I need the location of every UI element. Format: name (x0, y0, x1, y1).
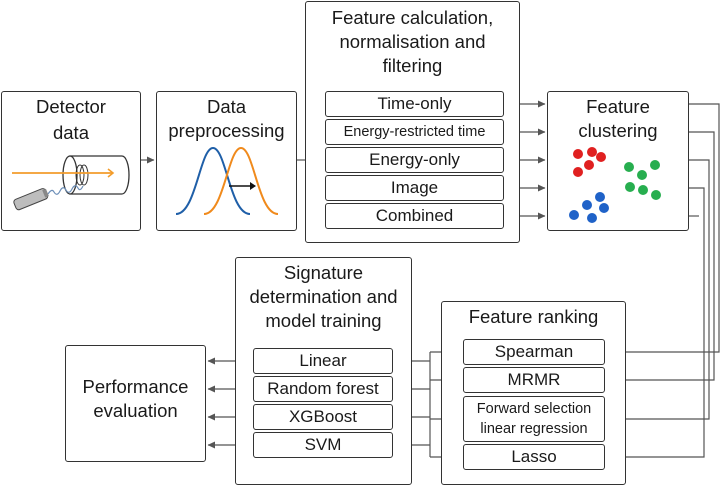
performance-evaluation-box (65, 345, 206, 462)
feature-calc-title-line2: normalisation and (339, 31, 486, 52)
preprocessing-title-line1: Data (206, 96, 247, 117)
wire-cluster-to-mrmr (606, 131, 715, 384)
wire-cluster-to-forward (606, 159, 710, 423)
model-svm: SVM (253, 432, 393, 458)
preprocessing-box (156, 91, 297, 231)
ranking-spearman: Spearman (463, 339, 605, 365)
wire-cluster-to-lasso (606, 187, 705, 461)
forward-selection-line1: Forward selection (476, 401, 592, 417)
evaluation-title-line1: Performance (82, 376, 189, 397)
signature-title-line1: Signature (283, 262, 364, 283)
feature-energy-only: Energy-only (325, 147, 504, 173)
detector-title-line2: data (52, 122, 89, 143)
forward-selection-line2: linear regression (480, 421, 588, 437)
model-linear: Linear (253, 348, 393, 374)
clustering-title-line2: clustering (578, 120, 658, 141)
model-random-forest: Random forest (253, 376, 393, 402)
cluster-dots-icon (569, 147, 661, 223)
signature-title-line3: model training (265, 310, 382, 331)
feature-clustering-box (547, 91, 689, 231)
feature-time-only: Time-only (325, 91, 504, 117)
ranking-forward-selection: Forward selection linear regression (463, 396, 605, 442)
gaussian-shift-icon (175, 146, 279, 215)
model-xgboost: XGBoost (253, 404, 393, 430)
feature-image: Image (325, 175, 504, 201)
preprocessing-title-line2: preprocessing (168, 120, 285, 141)
ranking-title: Feature ranking (468, 306, 599, 327)
ranking-lasso: Lasso (463, 444, 605, 470)
evaluation-title-line2: evaluation (93, 400, 178, 421)
detector-icon (12, 155, 130, 211)
feature-calc-title-line1: Feature calculation, (331, 7, 494, 28)
clustering-title-line1: Feature (586, 96, 650, 117)
feature-combined: Combined (325, 203, 504, 229)
ranking-mrmr: MRMR (463, 367, 605, 393)
wire-cluster-to-spearman (606, 103, 720, 356)
feature-calc-title-line3: filtering (382, 55, 443, 76)
signature-title-line2: determination and (249, 286, 398, 307)
detector-title-line1: Detector (36, 96, 106, 117)
feature-energy-restricted-time: Energy-restricted time (325, 119, 504, 145)
